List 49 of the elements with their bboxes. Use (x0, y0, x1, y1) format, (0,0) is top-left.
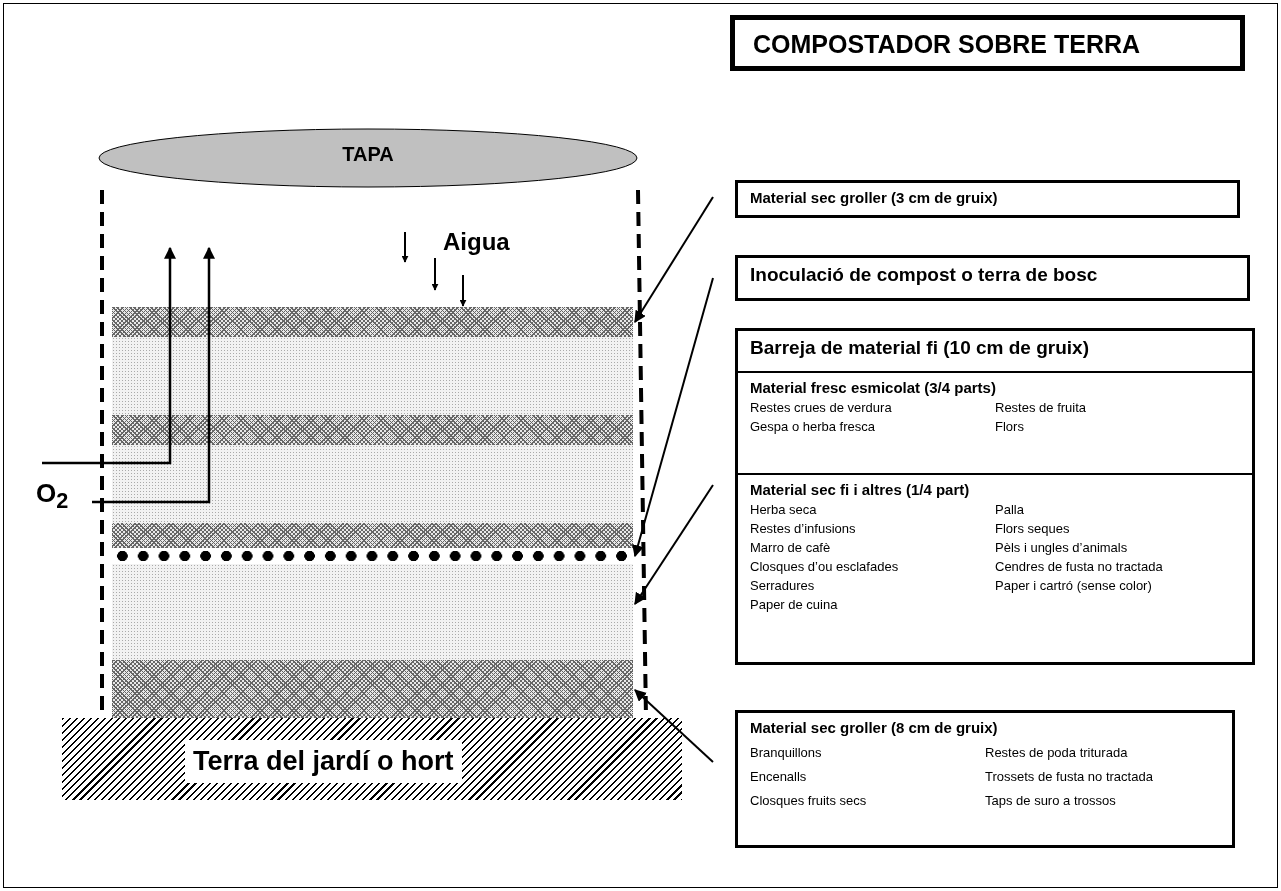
list-item: Restes de fruita (995, 400, 1088, 415)
leader-line (634, 196, 714, 323)
callout-box (735, 255, 1250, 301)
ground-band (62, 718, 682, 800)
box-heading: Inoculació de compost o terra de bosc (750, 264, 1099, 286)
list-item: Marro de cafè (750, 540, 832, 555)
leader-line (634, 484, 714, 605)
list-item: Paper de cuina (750, 597, 839, 612)
box-heading: Material sec fi i altres (1/4 part) (750, 481, 971, 498)
list-item: Flors (995, 419, 1025, 434)
compost-layer (112, 445, 633, 523)
annotation-label: O$_{2}$ (36, 478, 69, 515)
list-item: Closques d’ou esclafades (750, 559, 900, 574)
compost-layer (112, 523, 633, 548)
list-item: Trossets de fusta no tractada (985, 769, 1154, 784)
compost-layer (112, 564, 633, 660)
compost-layer (112, 337, 633, 415)
list-item: Branquillons (750, 745, 823, 760)
compost-layer (112, 307, 633, 337)
list-item: Herba seca (750, 502, 818, 517)
box-heading: Material sec groller (8 cm de gruix) (750, 719, 999, 736)
list-item: Encenalls (750, 769, 808, 784)
list-item: Paper i cartró (sense color) (995, 578, 1153, 593)
list-item: Cendres de fusta no tractada (995, 559, 1164, 574)
callout-box (735, 180, 1240, 218)
callout-box (735, 710, 1235, 848)
lid-label: TAPA (341, 143, 395, 166)
list-item: Pèls i ungles d’animals (995, 540, 1129, 555)
list-item: Gespa o herba fresca (750, 419, 877, 434)
title: COMPOSTADOR SOBRE TERRA (730, 15, 1245, 71)
box-heading: Material fresc esmicolat (3/4 parts) (750, 379, 997, 396)
ground-label: Terra del jardí o hort (185, 740, 462, 783)
box-heading: Barreja de material fi (10 cm de gruix) (750, 337, 1090, 359)
list-item: Closques fruits secs (750, 793, 868, 808)
list-item: Restes de poda triturada (985, 745, 1129, 760)
list-item: Restes crues de verdura (750, 400, 893, 415)
leader-line (632, 277, 714, 558)
box-heading: Material sec groller (3 cm de gruix) (750, 189, 999, 206)
list-item: Palla (995, 502, 1025, 517)
callout-box (735, 328, 1255, 665)
compost-layer (112, 660, 633, 718)
lid-ellipse (98, 128, 638, 188)
list-item: Taps de suro a trossos (985, 793, 1117, 808)
list-item: Flors seques (995, 521, 1071, 536)
list-item: Restes d’infusions (750, 521, 857, 536)
annotation-label: Aigua (443, 228, 510, 256)
list-item: Serradures (750, 578, 816, 593)
leader-line (634, 689, 714, 763)
compost-layer (112, 415, 633, 445)
